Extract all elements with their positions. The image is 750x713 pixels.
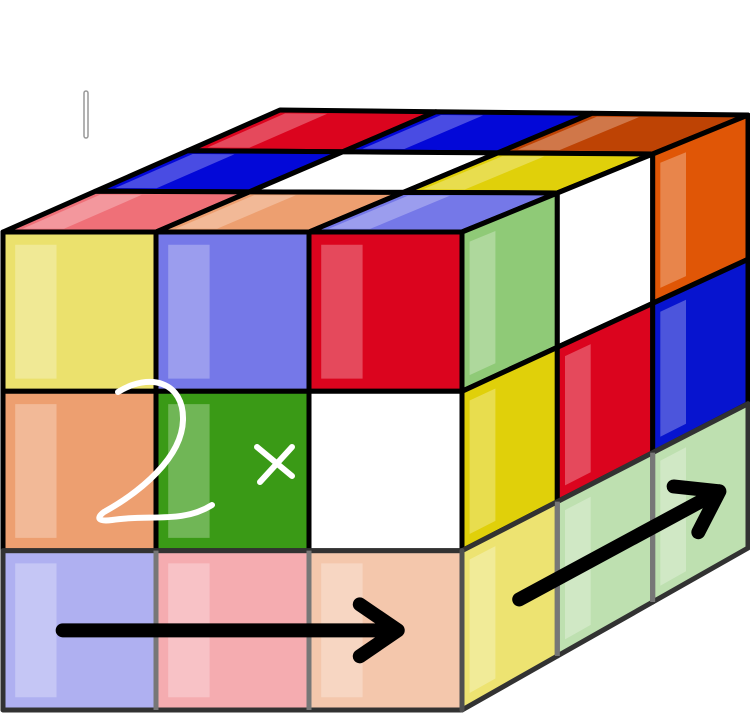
top-sticker-shine-r0-c2 <box>517 116 639 151</box>
front-sticker-shine-r0-c0 <box>15 244 57 379</box>
pencil-mark <box>83 90 89 139</box>
top-sticker-shine-r2-c0 <box>22 194 142 229</box>
right-sticker-shine-r0-c1 <box>565 191 591 332</box>
move-arrows <box>55 479 727 664</box>
front-sticker-shine-r2-c0 <box>15 563 57 698</box>
right-move-arrow-right <box>512 479 727 607</box>
top-sticker-shine-r1-c1 <box>269 155 390 189</box>
right-sticker-shine-r1-c0 <box>469 388 496 534</box>
annotation-digit-2 <box>96 378 215 524</box>
front-sticker-shine-r1-c0 <box>15 404 57 538</box>
right-sticker-shine-r0-c2 <box>660 152 686 288</box>
top-sticker-shine-r2-c2 <box>328 195 450 229</box>
right-sticker-shine-r1-c1 <box>565 344 591 486</box>
right-sticker-shine-r0-c0 <box>469 231 496 376</box>
right-sticker-shine-r2-c0 <box>469 546 496 693</box>
annotation-2x: 2x <box>96 378 295 524</box>
front-sticker-shine-r0-c1 <box>168 244 210 379</box>
top-sticker-shine-r0-c0 <box>207 113 328 148</box>
front-sticker-shine-r1-c2 <box>321 404 363 538</box>
front-move-arrow-right <box>55 597 405 664</box>
front-sticker-shine-r0-c2 <box>321 244 363 379</box>
top-sticker-shine-r1-c0 <box>115 154 235 189</box>
right-sticker-shine-r1-c2 <box>660 299 686 437</box>
top-sticker-shine-r0-c1 <box>362 115 484 149</box>
top-sticker-shine-r2-c1 <box>175 195 296 229</box>
top-sticker-shine-r1-c2 <box>423 156 545 190</box>
annotation-letter-x <box>254 444 295 485</box>
top-face <box>0 107 750 235</box>
